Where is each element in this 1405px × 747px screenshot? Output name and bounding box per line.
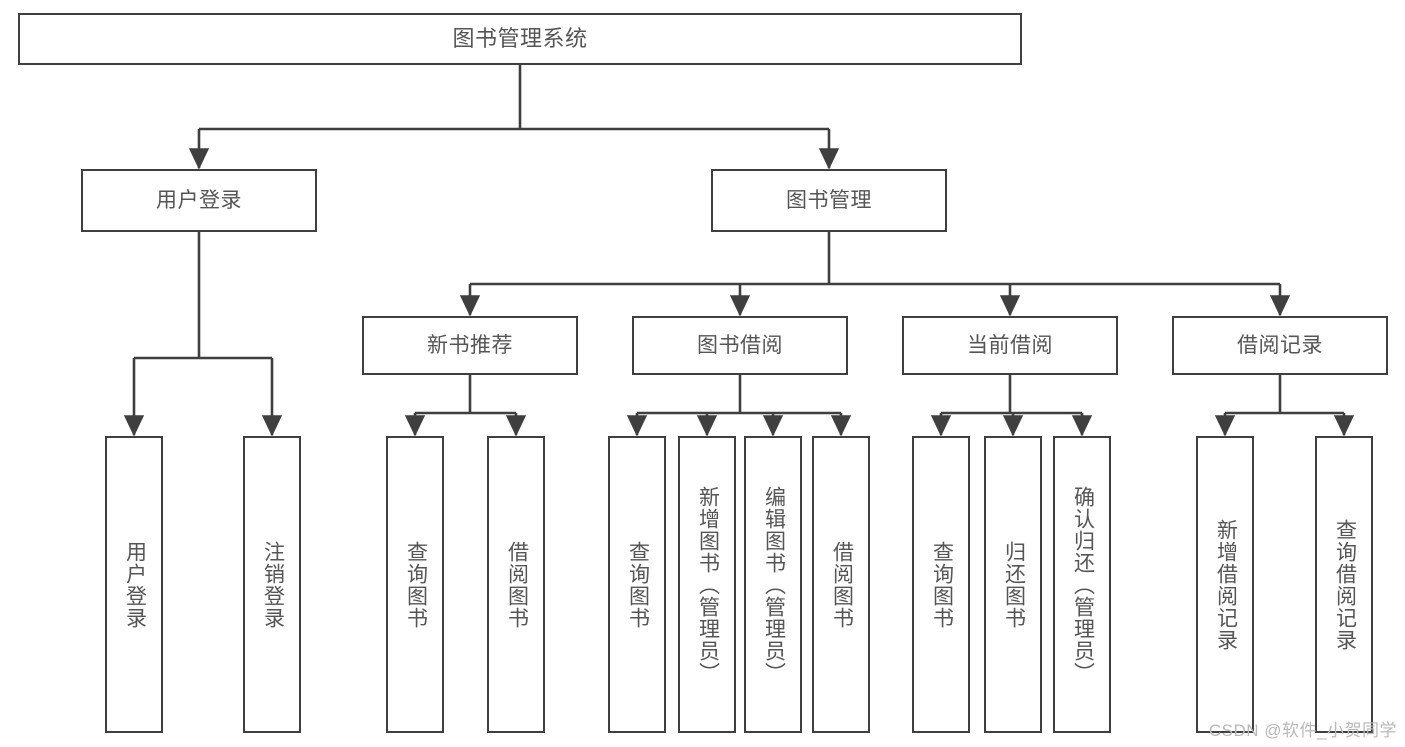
node-label: 新增借阅记录	[1214, 518, 1238, 651]
node-label: 当前借阅	[967, 333, 1053, 357]
node-l-bbook1[interactable]: 借阅图书	[487, 436, 545, 733]
node-l-userlogin[interactable]: 用户登录	[105, 436, 163, 733]
node-l-bbook2[interactable]: 借阅图书	[812, 436, 870, 733]
node-label: 图书借阅	[697, 333, 783, 357]
node-label: 用户登录	[123, 540, 147, 629]
node-current[interactable]: 当前借阅	[902, 316, 1118, 375]
node-label: 查询图书	[626, 540, 650, 629]
node-label: 确认归还（管理员）	[1071, 485, 1095, 684]
node-label: 图书管理系统	[452, 25, 588, 51]
node-bookmgmt[interactable]: 图书管理	[711, 169, 947, 232]
node-records[interactable]: 借阅记录	[1172, 316, 1388, 375]
node-l-return[interactable]: 归还图书	[984, 436, 1042, 733]
node-l-qbook1[interactable]: 查询图书	[386, 436, 444, 733]
node-label: 借阅记录	[1237, 333, 1323, 357]
node-l-addbook[interactable]: 新增图书（管理员）	[678, 436, 736, 733]
node-borrow[interactable]: 图书借阅	[632, 316, 848, 375]
node-label: 用户登录	[156, 188, 242, 212]
node-label: 新增图书（管理员）	[696, 485, 720, 684]
node-l-addrec[interactable]: 新增借阅记录	[1196, 436, 1254, 733]
node-label: 归还图书	[1002, 540, 1026, 629]
node-label: 查询图书	[404, 540, 428, 629]
node-l-logout[interactable]: 注销登录	[243, 436, 301, 733]
node-l-qrec[interactable]: 查询借阅记录	[1315, 436, 1373, 733]
node-label: 编辑图书（管理员）	[762, 485, 786, 684]
node-label: 图书管理	[786, 188, 872, 212]
node-newrec[interactable]: 新书推荐	[362, 316, 578, 375]
watermark-text: CSDN @软件_小贺同学	[1208, 721, 1397, 740]
node-l-qbook2[interactable]: 查询图书	[608, 436, 666, 733]
node-l-qbook3[interactable]: 查询图书	[912, 436, 970, 733]
node-login[interactable]: 用户登录	[81, 169, 317, 232]
node-root[interactable]: 图书管理系统	[18, 13, 1022, 65]
node-label: 借阅图书	[830, 540, 854, 629]
node-l-confirm[interactable]: 确认归还（管理员）	[1053, 436, 1111, 733]
node-label: 查询图书	[930, 540, 954, 629]
node-label: 注销登录	[261, 540, 285, 629]
node-l-editbook[interactable]: 编辑图书（管理员）	[744, 436, 802, 733]
node-label: 借阅图书	[505, 540, 529, 629]
node-label: 查询借阅记录	[1333, 518, 1357, 651]
node-label: 新书推荐	[427, 333, 513, 357]
